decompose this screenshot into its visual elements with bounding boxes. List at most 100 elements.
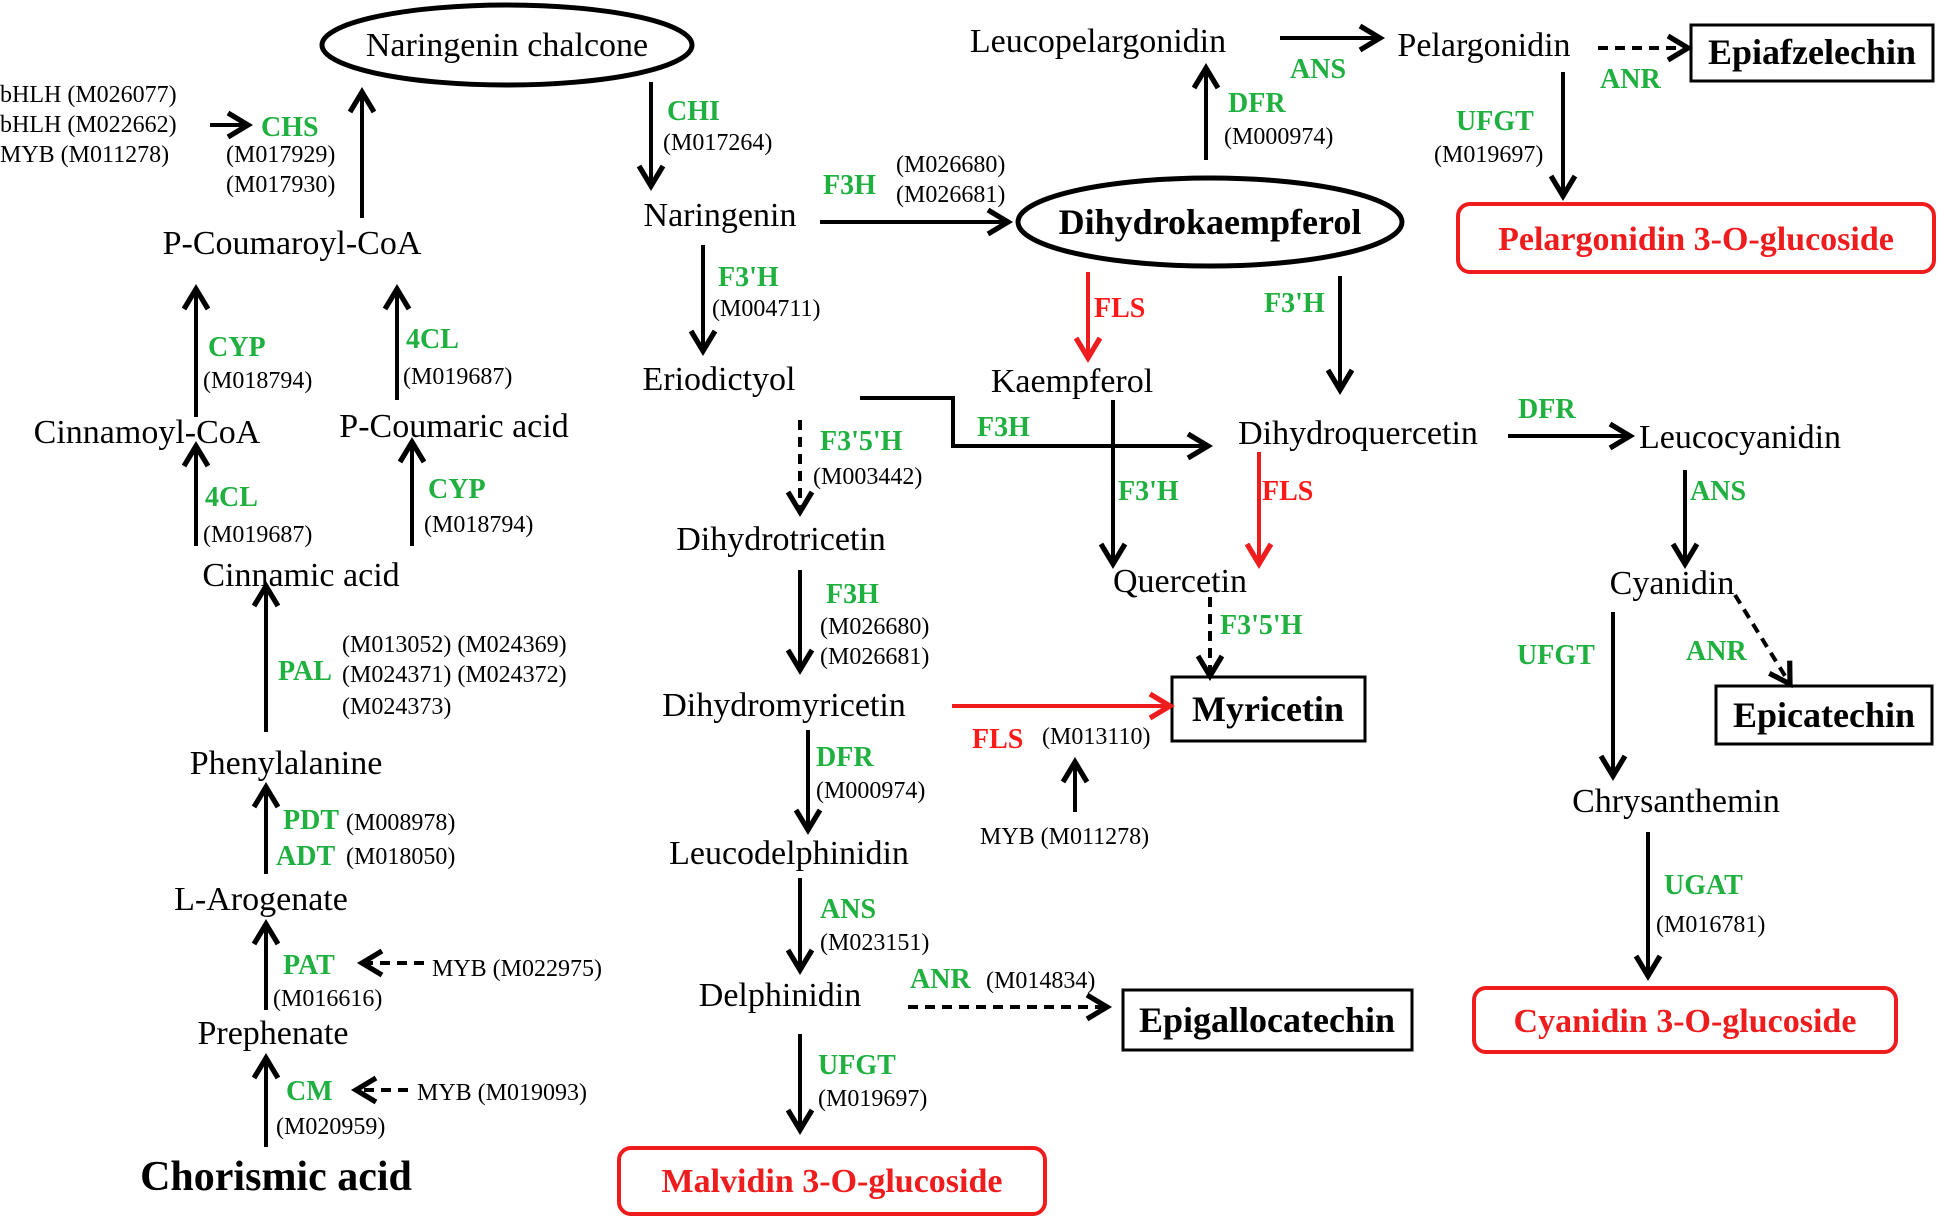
compound-leucopelargonidin: Leucopelargonidin: [970, 23, 1226, 60]
gene-id-4cl-lower: (M019687): [203, 522, 312, 548]
gene-id-ufgt-pelargonidin: (M019697): [1434, 142, 1543, 168]
enzyme-ans-leucocyanidin: ANS: [1690, 476, 1746, 507]
product-malvidin-3-o-glucoside: Malvidin 3-O-glucoside: [662, 1163, 1003, 1200]
compound-phenylalanine: Phenylalanine: [190, 745, 383, 782]
gene-id-adt: (M018050): [346, 844, 455, 870]
gene-id-anr: (M014834): [986, 968, 1095, 994]
compound-l-arogenate: L-Arogenate: [174, 881, 348, 918]
enzyme-ufgt-delphinidin: UFGT: [818, 1050, 896, 1081]
gene-id-4cl-upper: (M019687): [403, 364, 512, 390]
epicatechin-box: [1714, 684, 1934, 746]
enzyme-fls-dihydroquercetin: FLS: [1262, 476, 1313, 507]
gene-id-cyp-upper: (M018794): [203, 368, 312, 394]
compound-eriodictyol: Eriodictyol: [643, 361, 796, 398]
enzyme-4cl-lower: 4CL: [205, 482, 258, 513]
compound-dihydromyricetin: Dihydromyricetin: [662, 687, 906, 724]
gene-id-chi: (M017264): [663, 130, 772, 156]
regulator-myb-pat: MYB (M022975): [432, 956, 602, 982]
enzyme-anr-delphinidin: ANR: [910, 964, 971, 995]
enzyme-dfr-dihydroquercetin: DFR: [1518, 394, 1576, 425]
pelargonidin-glucoside-box: [1456, 202, 1936, 274]
epiafzelechin-box: [1689, 23, 1935, 83]
enzyme-ufgt-cyanidin: UFGT: [1517, 640, 1595, 671]
enzyme-anr-cyanidin: ANR: [1686, 636, 1747, 667]
regulator-myb-chs: MYB (M011278): [0, 142, 169, 168]
gene-id-f3h-naringenin-1: (M026680): [896, 152, 1005, 178]
gene-id-f3h-dihydrotricetin-1: (M026680): [820, 614, 929, 640]
gene-id-ugat: (M016781): [1656, 912, 1765, 938]
gene-id-dfr-dihydromyricetin: (M000974): [816, 778, 925, 804]
enzyme-pal: PAL: [278, 656, 332, 687]
gene-id-pal-2: (M024371) (M024372): [342, 662, 567, 688]
gene-id-f3h-dihydrotricetin-2: (M026681): [820, 644, 929, 670]
compound-prephenate: Prephenate: [197, 1015, 348, 1052]
enzyme-fls-dihydrokaempferol: FLS: [1094, 293, 1145, 324]
gene-id-fls: (M013110): [1042, 724, 1150, 750]
compound-quercetin: Quercetin: [1113, 563, 1247, 600]
enzyme-fls-dihydromyricetin: FLS: [972, 724, 1023, 755]
enzyme-f35h-quercetin: F3'5'H: [1220, 610, 1303, 641]
gene-id-chs-2: (M017930): [226, 172, 335, 198]
compound-p-coumaric-acid: P-Coumaric acid: [339, 408, 568, 445]
gene-id-pat: (M016616): [273, 986, 382, 1012]
regulator-myb-fls: MYB (M011278): [980, 824, 1149, 850]
gene-id-pal-1: (M013052) (M024369): [342, 632, 567, 658]
enzyme-pdt: PDT: [283, 805, 339, 836]
cyanidin-glucoside-box: [1472, 986, 1898, 1054]
product-epiafzelechin: Epiafzelechin: [1708, 32, 1916, 72]
gene-id-f3h-naringenin-2: (M026681): [896, 182, 1005, 208]
compound-chrysanthemin: Chrysanthemin: [1572, 783, 1780, 820]
compound-dihydroquercetin: Dihydroquercetin: [1238, 415, 1478, 452]
compound-pelargonidin: Pelargonidin: [1397, 27, 1570, 64]
compound-leucocyanidin: Leucocyanidin: [1639, 419, 1841, 456]
enzyme-cyp-upper: CYP: [208, 332, 266, 363]
enzyme-f3h-dihydrotricetin: F3H: [826, 579, 879, 610]
enzyme-f3h-eriodictyol: F3H: [977, 412, 1030, 443]
compound-naringenin: Naringenin: [644, 197, 797, 234]
product-pelargonidin-3-o-glucoside: Pelargonidin 3-O-glucoside: [1498, 221, 1894, 258]
enzyme-cm: CM: [286, 1076, 333, 1107]
enzyme-chs: CHS: [261, 112, 319, 143]
malvidin-glucoside-box: [617, 1146, 1047, 1216]
compound-leucodelphinidin: Leucodelphinidin: [669, 835, 909, 872]
product-cyanidin-3-o-glucoside: Cyanidin 3-O-glucoside: [1514, 1003, 1857, 1040]
compound-naringenin-chalcone: Naringenin chalcone: [366, 27, 648, 64]
gene-id-pdt: (M008978): [346, 810, 455, 836]
enzyme-adt: ADT: [276, 841, 335, 872]
gene-id-chs-1: (M017929): [226, 142, 335, 168]
product-epigallocatechin: Epigallocatechin: [1139, 1000, 1395, 1040]
enzyme-f3h-naringenin: F3H: [823, 170, 876, 201]
enzyme-anr-pelargonidin: ANR: [1600, 64, 1661, 95]
pathway-arrows: [181, 23, 1793, 1147]
gene-id-f3ph: (M004711): [712, 296, 820, 322]
regulator-myb-cm: MYB (M019093): [417, 1080, 587, 1106]
regulator-bhlh-1: bHLH (M026077): [0, 82, 177, 108]
compound-cyanidin: Cyanidin: [1610, 565, 1735, 602]
enzyme-dfr-dihydromyricetin: DFR: [816, 742, 874, 773]
gene-id-ans: (M023151): [820, 930, 929, 956]
enzyme-ugat: UGAT: [1664, 870, 1743, 901]
enzyme-f3ph-dihydrokaempferol: F3'H: [1264, 288, 1325, 319]
enzyme-f3ph-naringenin: F3'H: [718, 262, 779, 293]
gene-id-ufgt-delphinidin: (M019697): [818, 1086, 927, 1112]
compound-p-coumaroyl-coa: P-Coumaroyl-CoA: [163, 225, 422, 262]
product-epicatechin: Epicatechin: [1733, 695, 1915, 735]
enzyme-pat: PAT: [283, 950, 335, 981]
enzyme-dfr-dihydrokaempferol: DFR: [1228, 88, 1286, 119]
gene-id-f35h: (M003442): [813, 464, 922, 490]
epigallocatechin-box: [1121, 988, 1414, 1052]
naringenin-chalcone-ellipse: [319, 2, 695, 88]
enzyme-cyp-lower: CYP: [428, 474, 486, 505]
compound-chorismic-acid: Chorismic acid: [140, 1154, 412, 1200]
gene-id-pal-3: (M024373): [342, 694, 451, 720]
enzyme-4cl-upper: 4CL: [406, 324, 459, 355]
enzyme-ans-leucopelargonidin: ANS: [1290, 54, 1346, 85]
product-myricetin: Myricetin: [1192, 689, 1344, 729]
compound-kaempferol: Kaempferol: [991, 363, 1153, 400]
regulator-bhlh-2: bHLH (M022662): [0, 112, 177, 138]
gene-id-cm: (M020959): [276, 1114, 385, 1140]
enzyme-chi: CHI: [667, 96, 720, 127]
compound-dihydrotricetin: Dihydrotricetin: [676, 521, 886, 558]
gene-id-cyp-lower: (M018794): [424, 512, 533, 538]
